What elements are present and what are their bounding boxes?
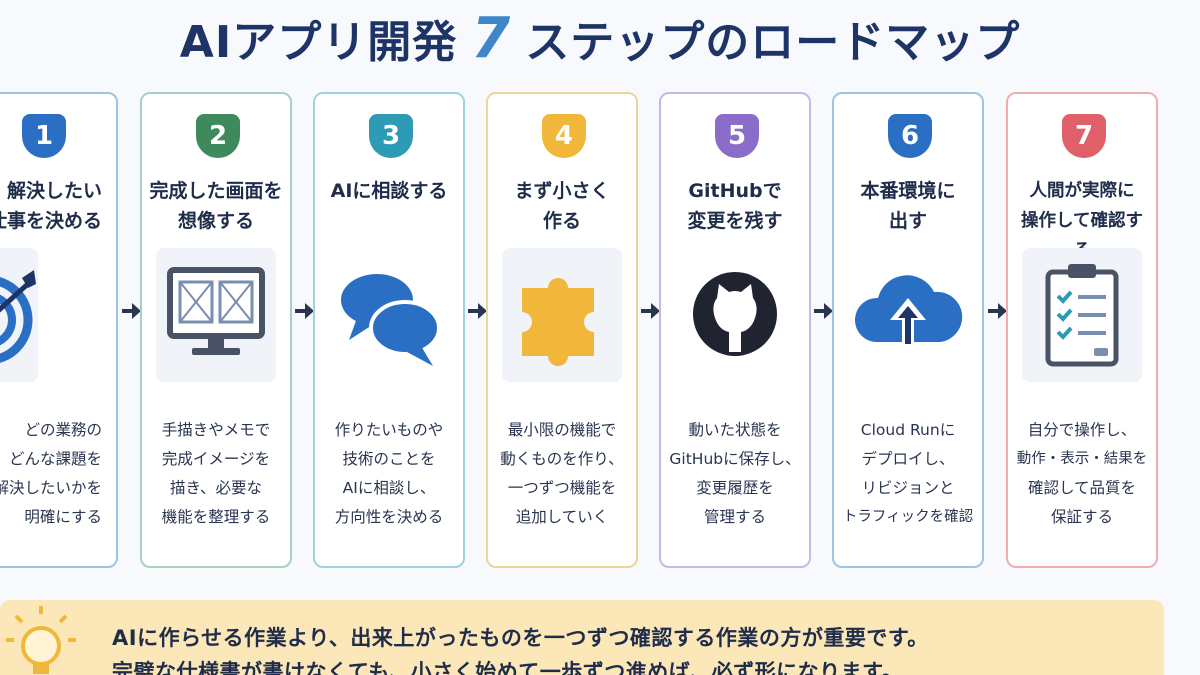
- step-card-6: 6 本番環境に 出す Cloud Runに デプロイし、 リビジョンと トラフィ…: [832, 92, 984, 568]
- step-description: 動いた状態を GitHubに保存し、 変更履歴を 管理する: [669, 421, 801, 526]
- arrow-right-icon: [466, 300, 488, 322]
- step-number-badge: 7: [1062, 114, 1106, 158]
- lightbulb-icon: [4, 604, 78, 675]
- step-title: 完成した画面を 想像する: [149, 180, 283, 232]
- note-line-2: 完璧な仕様書が書けなくても、小さく始めて一歩ずつ進めば、必ず形になります。: [112, 660, 904, 675]
- step-title: 解決したい 仕事を決める: [0, 180, 102, 232]
- step-number-badge: 6: [888, 114, 932, 158]
- step-card-1: 1 解決したい 仕事を決める どの業務の どんな課題を 解決したいかを 明確にす…: [0, 92, 118, 568]
- step-card-4: 4 まず小さく 作る 最小限の機能で 動くものを作り、 一つずつ機能を 追加して…: [486, 92, 638, 568]
- step-title: 人間が実際に 操作して確認する: [1021, 181, 1143, 261]
- cloud-upload-icon: [848, 248, 968, 382]
- step-description: 最小限の機能で 動くものを作り、 一つずつ機能を 追加していく: [500, 421, 624, 526]
- clipboard-checklist-icon: [1022, 248, 1142, 382]
- target-icon: [0, 248, 38, 382]
- step-title: まず小さく 作る: [514, 180, 610, 232]
- title-suffix: ステップのロードマップ: [525, 17, 1021, 68]
- step-description: どの業務の どんな課題を 解決したいかを 明確にする: [0, 421, 102, 526]
- step-title: 本番環境に 出す: [860, 180, 956, 232]
- note-line-1: AIに作らせる作業より、出来上がったものを一つずつ確認する作業の方が重要です。: [112, 626, 929, 650]
- step-description: 自分で操作し、 動作・表示・結果を 確認して品質を 保証する: [1016, 421, 1148, 526]
- step-card-2: 2 完成した画面を 想像する 手描きやメモで 完成イメージを 描き、必要な 機能…: [140, 92, 292, 568]
- step-description: 手描きやメモで 完成イメージを 描き、必要な 機能を整理する: [161, 421, 271, 526]
- summary-note-box: [0, 600, 1164, 675]
- step-description: 作りたいものや 技術のことを AIに相談し、 方向性を決める: [334, 421, 444, 526]
- step-number-badge: 3: [369, 114, 413, 158]
- step-card-7: 7 人間が実際に 操作して確認する 自分で操作し、 動作・表示・結果を 確認して…: [1006, 92, 1158, 568]
- step-title: AIに相談する: [330, 180, 448, 202]
- step-number-badge: 5: [715, 114, 759, 158]
- step-card-3: 3 AIに相談する 作りたいものや 技術のことを AIに相談し、 方向性を決める: [313, 92, 465, 568]
- arrow-right-icon: [986, 300, 1008, 322]
- step-number-badge: 1: [22, 114, 66, 158]
- arrow-right-icon: [293, 300, 315, 322]
- step-number-badge: 4: [542, 114, 586, 158]
- arrow-right-icon: [812, 300, 834, 322]
- arrow-right-icon: [120, 300, 142, 322]
- chat-bubbles-icon: [329, 248, 449, 382]
- github-icon: [675, 248, 795, 382]
- step-title: GitHubで 変更を残す: [687, 180, 783, 232]
- title-prefix: AIアプリ開発: [179, 17, 458, 68]
- step-card-5: 5 GitHubで 変更を残す 動いた状態を GitHubに保存し、 変更履歴を…: [659, 92, 811, 568]
- step-number-badge: 2: [196, 114, 240, 158]
- monitor-wireframe-icon: [156, 248, 276, 382]
- page-title: AIアプリ開発 7 ステップのロードマップ: [0, 6, 1200, 71]
- arrow-right-icon: [639, 300, 661, 322]
- step-description: Cloud Runに デプロイし、 リビジョンと トラフィックを確認: [842, 421, 974, 525]
- title-number: 7: [471, 6, 512, 71]
- puzzle-piece-icon: [502, 248, 622, 382]
